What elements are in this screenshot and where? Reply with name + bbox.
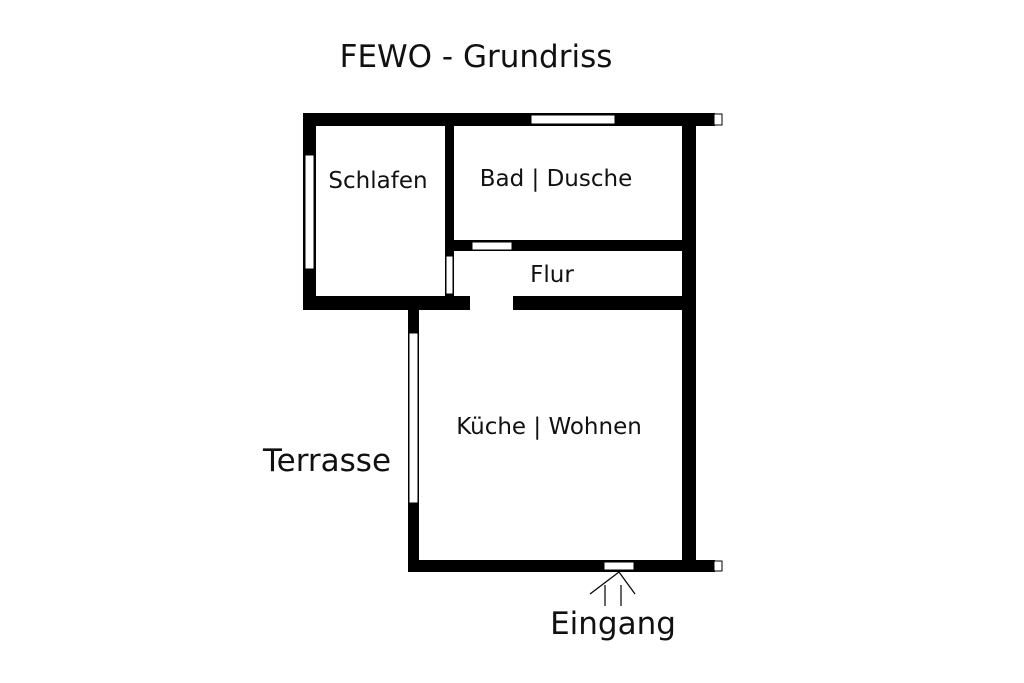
windows [304, 113, 723, 572]
room-label-schlafen: Schlafen [328, 168, 427, 194]
room-label-bad: Bad | Dusche [480, 166, 633, 192]
wall-stub-top-right [713, 113, 723, 126]
wall-stub-bottom-right [713, 560, 723, 572]
room-label-kueche: Küche | Wohnen [456, 414, 642, 440]
window-hall-left [445, 255, 454, 295]
entrance-arrow-icon [589, 571, 636, 606]
label-terrasse: Terrasse [262, 443, 391, 479]
room-label-flur: Flur [530, 262, 574, 288]
door-entrance [603, 561, 635, 571]
plan-title: FEWO - Grundriss [340, 39, 613, 75]
wall-hall-bottom-left [303, 296, 470, 310]
window-hall-top [471, 241, 513, 251]
wall-bottom [408, 560, 715, 572]
wall-top [303, 113, 715, 126]
wall-bath-hall [445, 240, 685, 251]
wall-right [682, 113, 696, 571]
wall-bedroom-bath [445, 125, 454, 297]
window-bath-top [530, 114, 616, 125]
wall-hall-bottom-right [513, 296, 685, 310]
label-eingang: Eingang [550, 606, 676, 642]
window-living-left [408, 332, 419, 504]
window-bedroom-left [304, 154, 315, 270]
